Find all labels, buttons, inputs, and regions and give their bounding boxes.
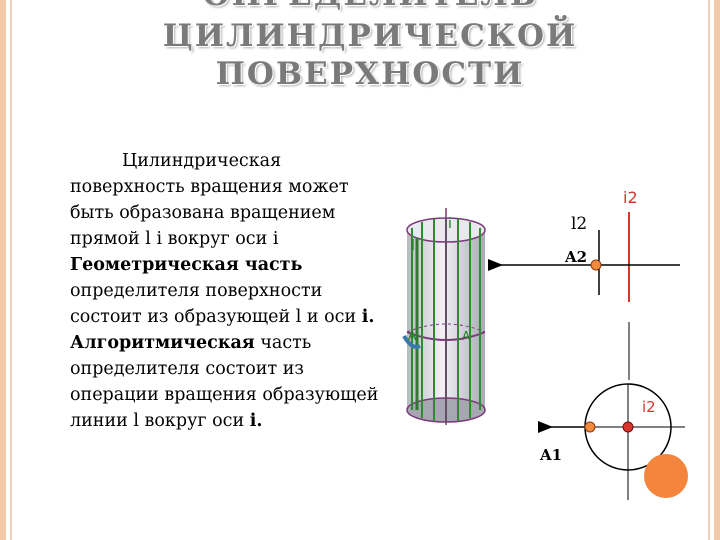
text-part-1: Цилиндрическая поверхность вращения може…: [70, 151, 349, 249]
text-around: вокруг оси: [167, 229, 268, 249]
point-i2-axis: [622, 421, 634, 433]
text-part-3: часть определителя состоит из операции в…: [70, 333, 379, 431]
label-A1: A1: [539, 446, 562, 464]
symbol-l-2: l: [295, 307, 302, 327]
title-line-2: ЦИЛИНДРИЧЕСКОЙ: [162, 18, 578, 54]
top-projection: i2 A1: [538, 322, 688, 500]
point-on-circle: [584, 421, 596, 433]
text-part-2: определителя поверхности состоит из обра…: [70, 281, 323, 327]
slide-frame-inner: [10, 0, 710, 540]
title-line-3: ПОВЕРХНОСТИ: [215, 56, 525, 92]
text-and-axis: и оси: [306, 307, 357, 327]
label-i2-bottom: i2: [642, 398, 656, 416]
text-axis-2: оси: [212, 411, 245, 431]
symbol-l-3: l: [133, 411, 139, 431]
label-A2: A2: [564, 248, 587, 266]
decorative-orange-circle: [644, 454, 688, 498]
cylinder-label-A-left: A: [408, 329, 417, 343]
symbol-l: l: [145, 229, 151, 249]
text-around-2: вокруг: [144, 411, 207, 431]
cylinder-label-l: l: [411, 238, 415, 254]
symbol-i-4: i: [249, 411, 257, 431]
cylinder-label-i: i: [448, 216, 452, 232]
label-i2-top: i2: [623, 188, 638, 207]
symbol-i-2: i: [272, 229, 279, 249]
cylinder-label-A-right: A: [462, 329, 471, 343]
geometric-part-heading: Геометрическая часть: [70, 255, 303, 275]
front-projection: i2 l2 A2: [488, 188, 680, 302]
cylinder-illustration: i l A A: [402, 208, 486, 425]
algorithmic-part-heading: Алгоритмическая: [70, 333, 255, 353]
point-A2: [590, 259, 602, 271]
title-line-1: ОПРЕДЕЛИТЕЛЬ: [140, 0, 600, 12]
symbol-i: i: [156, 229, 163, 249]
label-l2: l2: [571, 214, 587, 234]
circle-of-point-A-back: [406, 323, 486, 333]
rotation-arrow: [402, 334, 421, 349]
symbol-i-3: i: [361, 307, 369, 327]
definition-text: Цилиндрическая поверхность вращения може…: [70, 151, 379, 431]
